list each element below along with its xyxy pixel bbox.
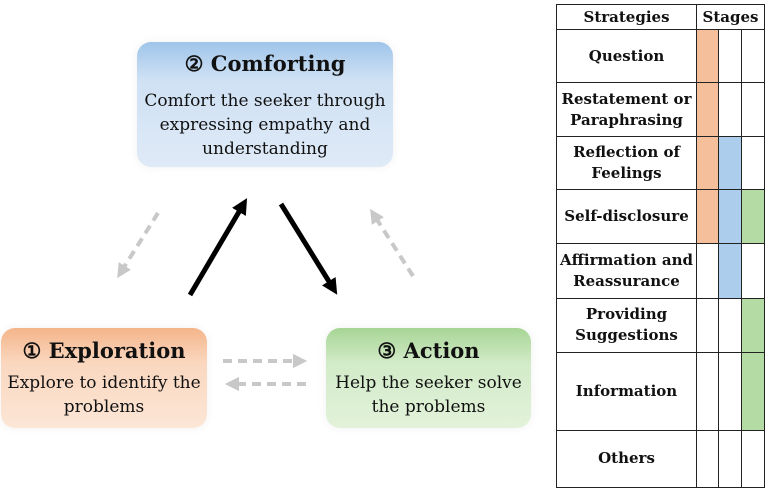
strategy-name: Others [556, 429, 697, 489]
stage-cell-exploration [696, 28, 719, 84]
stage-exploration-description: Explore to identify the problems [7, 373, 201, 417]
stage-cell-exploration [696, 189, 719, 245]
arrow-exploration-to-comforting [187, 198, 248, 297]
strategy-name: Affirmation and Reassurance [556, 243, 697, 299]
strategy-row: Information [556, 351, 766, 431]
stage-action-description: Help the seeker solve the problems [335, 373, 522, 417]
strategy-name: Self-disclosure [556, 189, 697, 245]
strategy-row: Others [556, 429, 766, 489]
arrow-comforting-to-action [278, 202, 338, 295]
stage-cell-comforting [718, 82, 742, 138]
stage-cell-comforting [718, 28, 742, 84]
stage-cell-action [740, 136, 766, 191]
stage-action: ③ Action Help the seeker solve the probl… [326, 328, 531, 428]
stage-cell-action [740, 28, 766, 84]
stage-cell-comforting [718, 136, 742, 191]
strategy-row: Providing Suggestions [556, 297, 766, 353]
stage-action-title: ③ Action [377, 338, 480, 363]
header-strategies: Strategies [556, 4, 697, 30]
arrow-action-to-comforting [370, 208, 415, 278]
stage-cell-action [740, 351, 766, 431]
strategy-row: Affirmation and Reassurance [556, 243, 766, 299]
stage-cell-exploration [696, 297, 719, 353]
stage-comforting: ② Comforting Comfort the seeker through … [137, 42, 393, 167]
stage-cell-action [740, 82, 766, 138]
stage-cell-exploration [696, 243, 719, 299]
stage-cell-action [740, 429, 766, 489]
stage-comforting-title: ② Comforting [184, 51, 346, 76]
strategy-name: Reflection of Feelings [556, 136, 697, 191]
stage-cell-exploration [696, 82, 719, 138]
strategy-row: Reflection of Feelings [556, 136, 766, 191]
strategy-row: Self-disclosure [556, 189, 766, 245]
header-stages: Stages [695, 4, 766, 30]
strategy-name: Information [556, 351, 697, 431]
stage-cell-comforting [718, 297, 742, 353]
stage-exploration-title: ① Exploration [22, 338, 186, 363]
stage-cell-comforting [718, 243, 742, 299]
stage-cell-comforting [718, 351, 742, 431]
stage-cell-action [740, 189, 766, 245]
stage-cell-action [740, 243, 766, 299]
stage-cell-exploration [696, 351, 719, 431]
stage-cell-exploration [696, 136, 719, 191]
stage-cell-comforting [718, 189, 742, 245]
strategy-name: Question [556, 28, 697, 84]
stage-cell-action [740, 297, 766, 353]
stage-cell-exploration [696, 429, 719, 489]
strategy-name: Restatement or Paraphrasing [556, 82, 697, 138]
strategy-row: Restatement or Paraphrasing [556, 82, 766, 138]
strategy-name: Providing Suggestions [556, 297, 697, 353]
stage-exploration: ① Exploration Explore to identify the pr… [1, 328, 207, 428]
strategy-row: Question [556, 28, 766, 84]
stage-cell-comforting [718, 429, 742, 489]
arrow-comforting-to-exploration [117, 211, 160, 279]
stage-comforting-description: Comfort the seeker through expressing em… [144, 91, 386, 159]
